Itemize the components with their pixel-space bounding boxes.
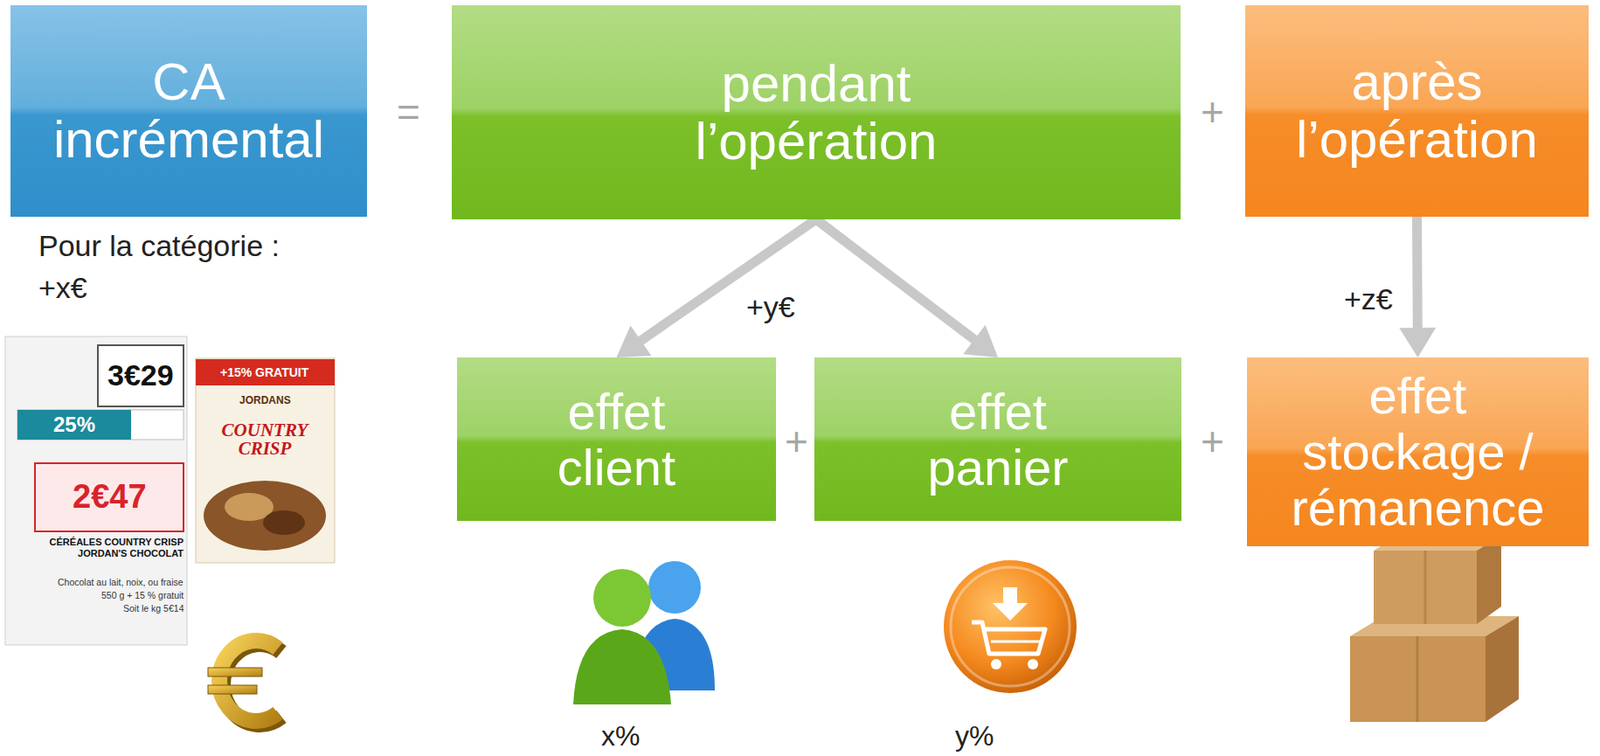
category-note: Pour la catégorie :: [38, 228, 280, 264]
phase-box: pendant l’opération: [451, 5, 1181, 220]
percent-label: x%: [601, 720, 640, 753]
cart-icon: [943, 560, 1077, 693]
percent-label: y%: [955, 720, 994, 753]
arrow-head: [962, 325, 998, 358]
discount-text: 25%: [53, 412, 96, 437]
price-box: [97, 345, 184, 407]
connector-line: [1412, 216, 1423, 332]
promo-price-text: 2€47: [72, 477, 147, 517]
arrow-head: [1399, 327, 1436, 358]
connector-arrow: [816, 219, 998, 358]
discount-row: [17, 409, 184, 440]
discount-band: [17, 409, 132, 440]
effect-box: effet client: [457, 357, 776, 521]
box-text: CA incrémental: [53, 53, 325, 169]
plus-sign: +: [1200, 89, 1225, 136]
connector-arrow: [616, 219, 818, 358]
brand-text: JORDANS: [239, 394, 291, 408]
cereal-box: [195, 358, 335, 563]
cereal-image: [203, 480, 326, 551]
equals-sign: =: [396, 89, 421, 136]
category-value: +x€: [38, 270, 88, 305]
plus-sign: +: [1200, 418, 1225, 465]
product-name: CÉRÉALES COUNTRY CRISP JORDAN'S CHOCOLAT: [17, 536, 184, 559]
product-detail: 550 g + 15 % gratuit: [101, 589, 184, 601]
price-tag: [5, 336, 188, 645]
connector-line: [637, 219, 817, 343]
promo-price-box: [34, 463, 184, 532]
value-label: +y€: [746, 290, 796, 325]
product-brand-name: COUNTRY CRISP: [199, 421, 331, 458]
price-text: 3€29: [107, 358, 174, 393]
users-icon: [573, 561, 715, 705]
cardboard-boxes: [1350, 534, 1519, 722]
cereal-banner: [195, 359, 335, 386]
cereal-image: [263, 510, 305, 535]
effect-box: effet panier: [814, 357, 1182, 521]
box-text: effet stockage / rémanence: [1260, 367, 1576, 535]
box-text: effet panier: [927, 383, 1068, 496]
box-text: après l’opération: [1295, 53, 1538, 169]
pack-banner-text: +15% GRATUIT: [220, 365, 309, 380]
product-detail: Soit le kg 5€14: [123, 602, 184, 614]
effect-box: effet stockage / rémanence: [1246, 357, 1589, 547]
connector-arrow: [1399, 216, 1436, 358]
box-text: effet client: [557, 383, 676, 496]
phase-box: après l’opération: [1245, 5, 1589, 217]
product-detail: Chocolat au lait, noix, ou fraise: [57, 576, 184, 588]
arrow-head: [616, 325, 652, 358]
euro-symbol: [207, 640, 282, 725]
connector-line: [816, 219, 977, 342]
result-box: CA incrémental: [10, 5, 368, 217]
value-label: +z€: [1343, 282, 1393, 317]
plus-sign: +: [784, 418, 809, 465]
box-text: pendant l’opération: [695, 55, 938, 171]
